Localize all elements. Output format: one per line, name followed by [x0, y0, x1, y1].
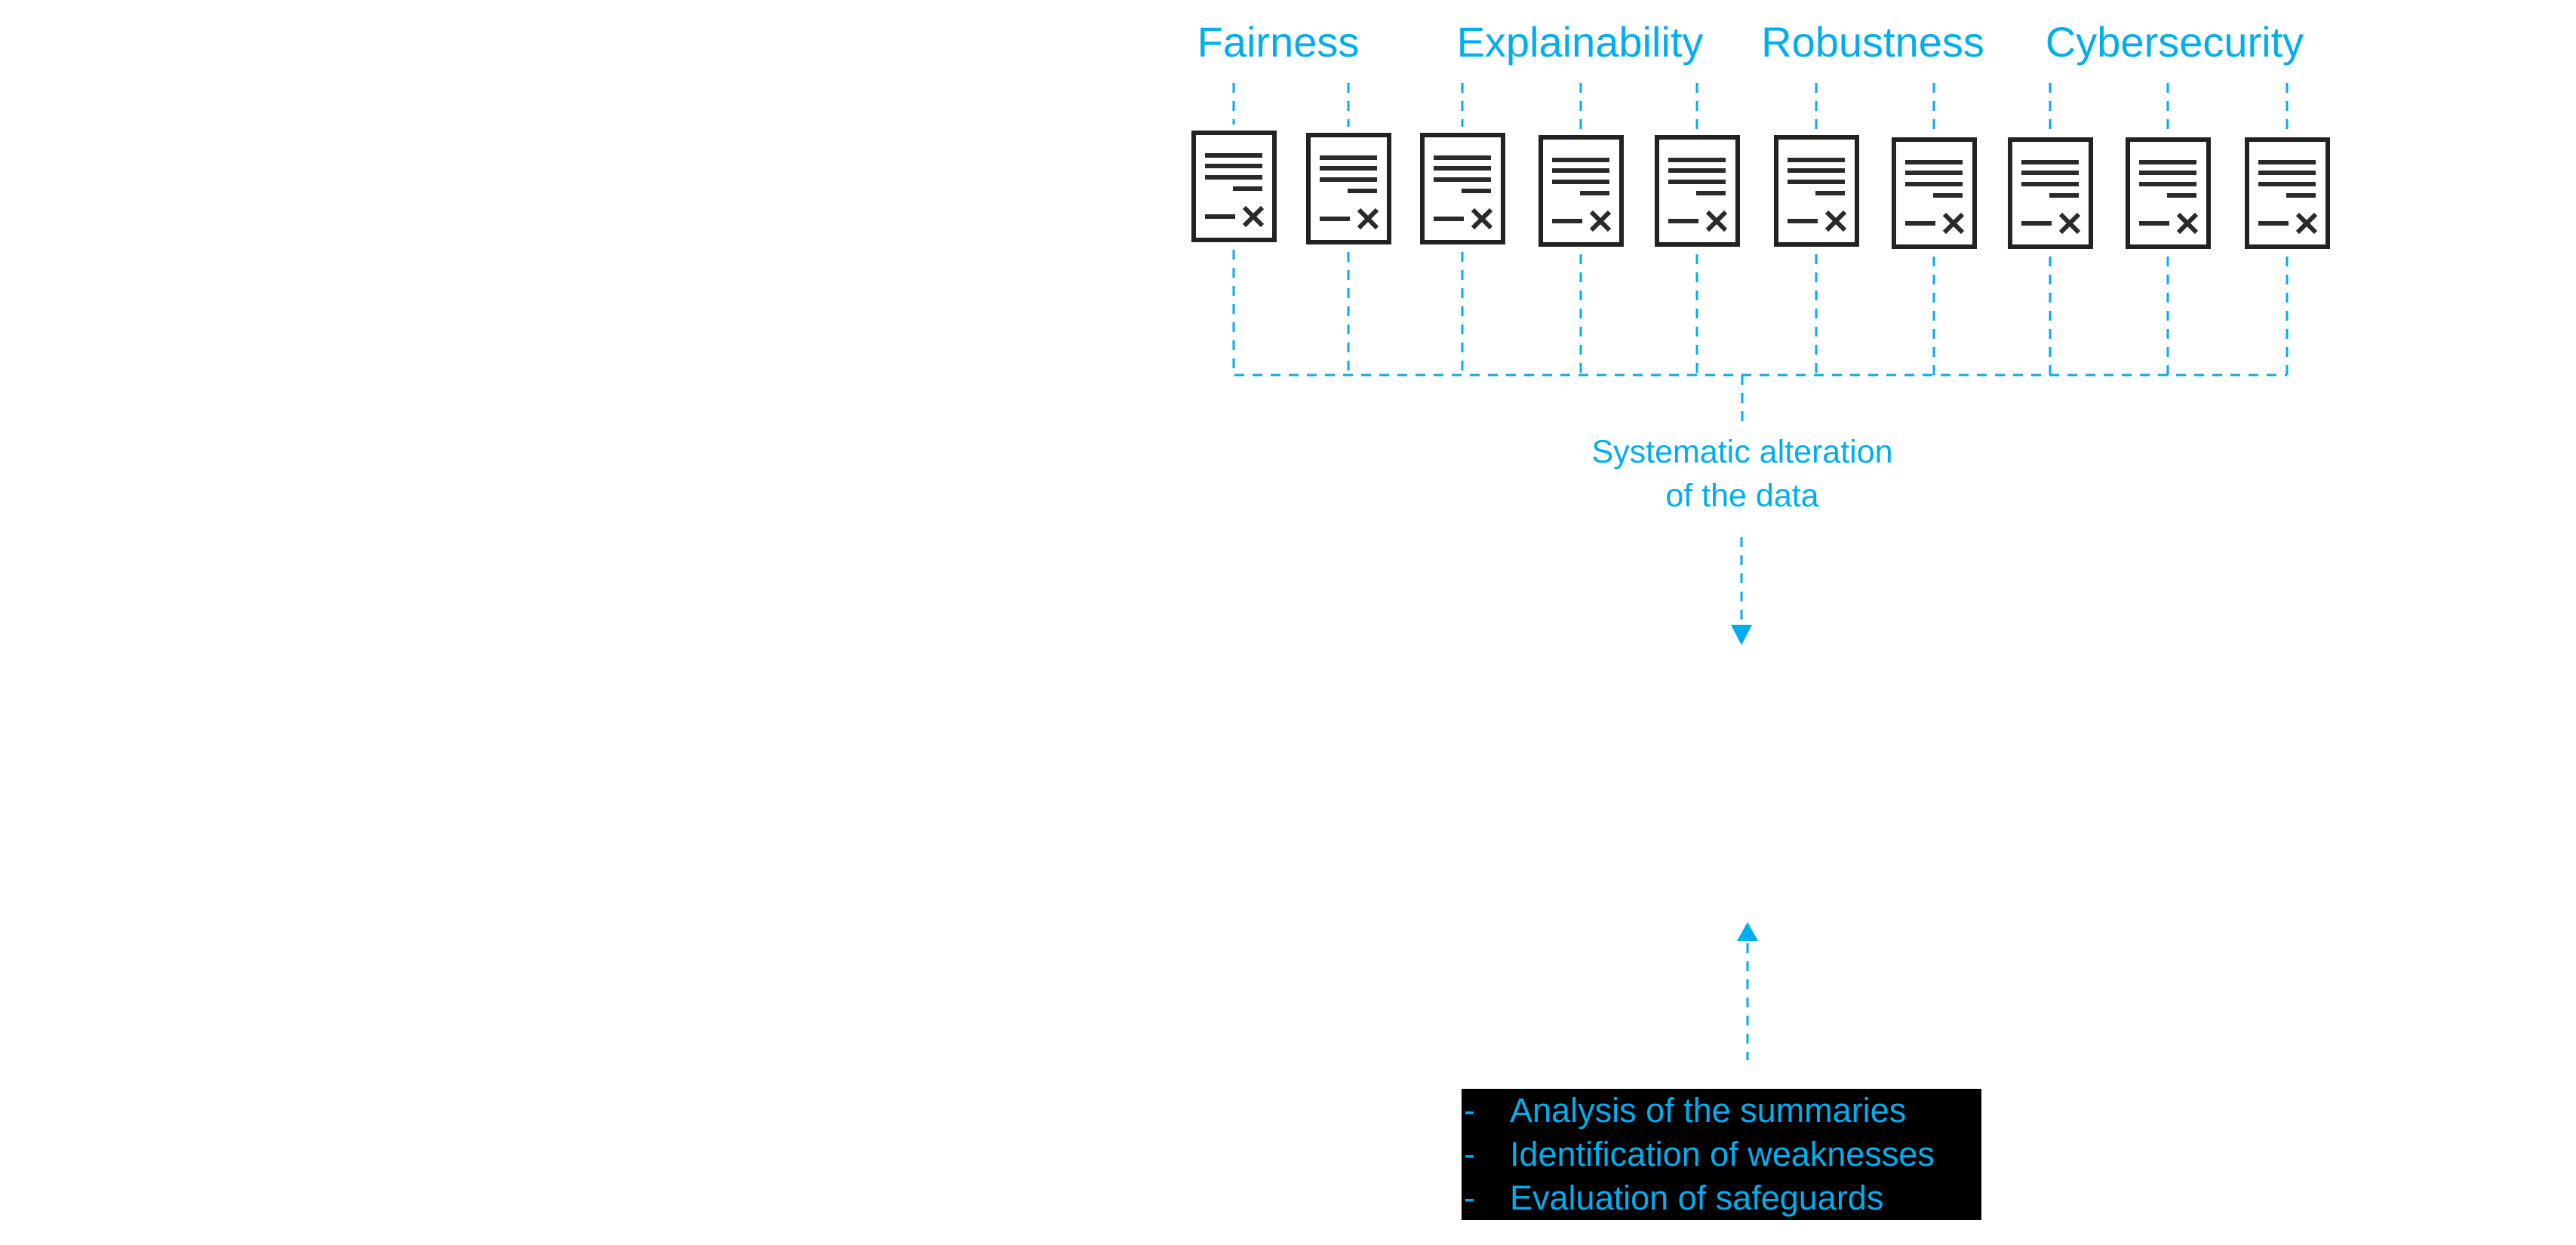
bullet-dash: - [1464, 1135, 1475, 1173]
up-arrow-head-icon [1737, 922, 1758, 941]
doc-text-line [1815, 191, 1845, 195]
x-mark-icon [1942, 212, 1965, 235]
x-mark-icon [2058, 212, 2081, 235]
doc-text-line [1905, 182, 1963, 186]
document-reject-icon [1539, 135, 1624, 247]
document-reject-icon [1191, 131, 1277, 242]
doc-text-line [1905, 171, 1963, 175]
process-label: Systematic alteration of the data [1591, 430, 1892, 518]
doc-minus-mark [1434, 217, 1464, 221]
doc-text-line [1462, 189, 1491, 193]
process-label-line-2: of the data [1665, 478, 1819, 514]
doc-text-line [1320, 155, 1377, 160]
doc-minus-mark [1320, 217, 1350, 221]
x-mark-icon [1705, 210, 1728, 232]
document-reject-icon [1655, 135, 1740, 247]
top-connector-stubs [1232, 83, 2289, 131]
x-mark-icon [1471, 208, 1493, 230]
doc-text-line [1205, 175, 1262, 180]
doc-text-line [2139, 171, 2196, 175]
dimension-title-cybersecurity: Cybersecurity [2045, 18, 2304, 66]
document-reject-icon [2008, 137, 2093, 249]
outcome-item-label: Analysis of the summaries [1510, 1091, 1907, 1130]
doc-minus-mark [1905, 221, 1935, 226]
doc-minus-mark [2021, 221, 2052, 226]
doc-text-line [1552, 158, 1609, 162]
doc-minus-mark [1668, 219, 1698, 223]
outcome-item-label: Evaluation of safeguards [1510, 1179, 1884, 1217]
doc-text-line [1552, 180, 1609, 184]
doc-text-line [1788, 180, 1845, 184]
doc-text-line [2167, 193, 2196, 198]
doc-text-line [2258, 182, 2316, 186]
doc-text-line [1348, 189, 1377, 193]
outcome-item-label: Identification of weaknesses [1510, 1135, 1935, 1173]
doc-text-line [1434, 155, 1491, 160]
doc-text-line [1788, 168, 1845, 173]
doc-text-line [1788, 158, 1845, 162]
bullet-dash: - [1464, 1179, 1475, 1217]
dimension-title-explainability: Explainability [1456, 18, 1704, 66]
doc-text-line [1320, 177, 1377, 182]
doc-text-line [1905, 160, 1963, 164]
doc-text-line [1696, 191, 1726, 195]
doc-minus-mark [2139, 221, 2169, 226]
dimension-title-fairness: Fairness [1197, 18, 1360, 66]
dimension-title-robustness: Robustness [1761, 18, 1984, 66]
document-reject-icon [1420, 133, 1505, 244]
doc-text-line [1434, 177, 1491, 182]
x-mark-icon [2176, 212, 2199, 235]
doc-minus-mark [1205, 214, 1235, 219]
document-reject-icon [1774, 135, 1859, 247]
doc-minus-mark [1788, 219, 1818, 223]
doc-text-line [2139, 160, 2196, 164]
outcomes-box: - Analysis of the summaries - Identifica… [1462, 1089, 1981, 1220]
document-reject-icon [1892, 137, 1977, 249]
process-label-line-1: Systematic alteration [1591, 434, 1893, 470]
doc-text-line [2258, 171, 2316, 175]
doc-text-line [2258, 160, 2316, 164]
doc-text-line [1205, 164, 1262, 168]
doc-text-line [1233, 186, 1262, 191]
doc-text-line [1668, 158, 1726, 162]
doc-text-line [2139, 182, 2196, 186]
doc-text-line [1580, 191, 1609, 195]
doc-text-line [2021, 182, 2079, 186]
x-mark-icon [1242, 205, 1265, 228]
bullet-dash: - [1464, 1091, 1475, 1130]
x-mark-icon [2295, 212, 2318, 235]
doc-text-line [1552, 168, 1609, 173]
doc-text-line [2049, 193, 2079, 198]
doc-minus-mark [1552, 219, 1582, 223]
x-mark-icon [1589, 210, 1612, 232]
doc-text-line [1933, 193, 1963, 198]
x-mark-icon [1824, 210, 1847, 232]
document-reject-icon [2245, 137, 2330, 249]
doc-text-line [1320, 166, 1377, 171]
doc-text-line [1668, 168, 1726, 173]
doc-text-line [2021, 160, 2079, 164]
document-reject-icon [2126, 137, 2211, 249]
doc-text-line [2021, 171, 2079, 175]
x-mark-icon [1357, 208, 1379, 230]
doc-minus-mark [2258, 221, 2289, 226]
doc-text-line [1205, 153, 1262, 158]
down-arrow-head-icon [1731, 625, 1752, 645]
document-reject-icon [1306, 133, 1391, 244]
doc-text-line [2286, 193, 2316, 198]
doc-text-line [1434, 166, 1491, 171]
bottom-connector-stubs [1232, 250, 2289, 375]
doc-text-line [1668, 180, 1726, 184]
